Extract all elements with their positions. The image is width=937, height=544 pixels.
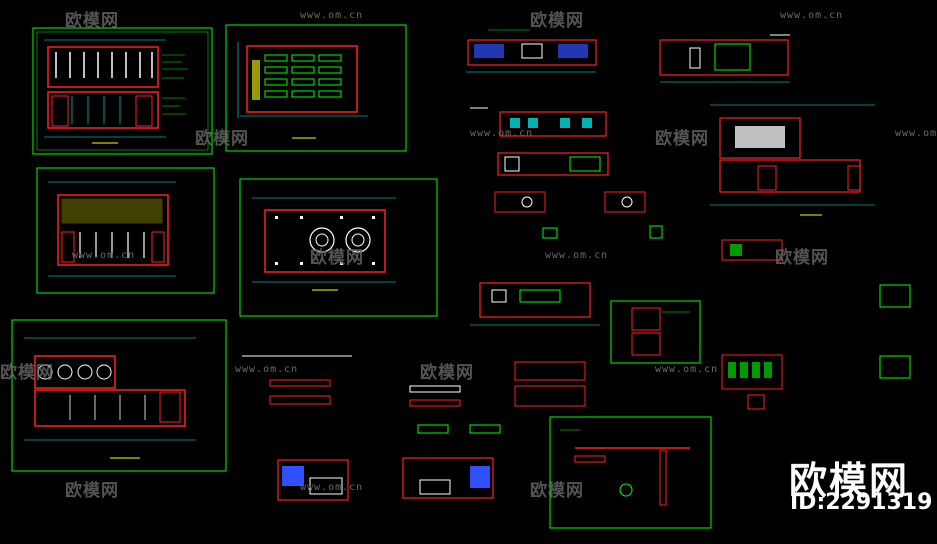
drawing-elevation-right-3[interactable]: [721, 354, 783, 410]
watermark-logo: 欧模网: [65, 481, 119, 501]
watermark-url: www.om.cn: [545, 250, 609, 261]
drawing-plan-center[interactable]: [470, 282, 600, 326]
drawing-sheet-plan-1[interactable]: [32, 27, 213, 155]
watermark-url: www.om.cn: [470, 128, 534, 139]
drawing-sheet-plan-5[interactable]: [11, 319, 227, 472]
brand-id: ID:2291319: [790, 490, 933, 515]
watermark-logo: 欧模网: [0, 363, 54, 383]
watermark-url: www.om.cn: [300, 482, 364, 493]
drawing-sheet-plan-4[interactable]: [239, 178, 438, 317]
watermark-url: www.om.cn: [72, 250, 136, 261]
drawing-plan-right-1[interactable]: [710, 104, 875, 216]
brand-title: 欧模网: [788, 459, 909, 503]
watermark-url: www.om.cn: [655, 364, 719, 375]
watermark-logo: 欧模网: [530, 11, 584, 31]
watermark-url: www.om.cn: [300, 10, 364, 21]
drawing-sheet-small[interactable]: [610, 300, 701, 364]
watermark-logo: 欧模网: [655, 129, 709, 149]
watermark-logo: 欧模网: [530, 481, 584, 501]
drawing-elevation-top-2[interactable]: [659, 34, 790, 83]
watermark-url: www.om.cn: [235, 364, 299, 375]
drawing-sheet-plan-3[interactable]: [36, 167, 215, 294]
drawing-sheet-plan-2[interactable]: [225, 24, 407, 152]
drawing-elevation-top-1[interactable]: [466, 29, 597, 109]
drawing-sheet-detail-bottom[interactable]: [549, 416, 712, 529]
drawing-section-lower[interactable]: [242, 355, 586, 434]
watermark-logo: 欧模网: [420, 363, 474, 383]
watermark-logo: 欧模网: [195, 129, 249, 149]
watermark-logo: 欧模网: [65, 11, 119, 31]
drawing-elevation-mid[interactable]: [494, 111, 663, 239]
watermark-logo: 欧模网: [775, 248, 829, 268]
watermark-url: www.om.cn: [780, 10, 844, 21]
drawing-elevation-bottom[interactable]: [277, 457, 494, 501]
watermark-url: www.om.cn: [895, 128, 937, 139]
watermark-logo: 欧模网: [310, 248, 364, 268]
drawing-detail-right-2[interactable]: [721, 239, 911, 379]
